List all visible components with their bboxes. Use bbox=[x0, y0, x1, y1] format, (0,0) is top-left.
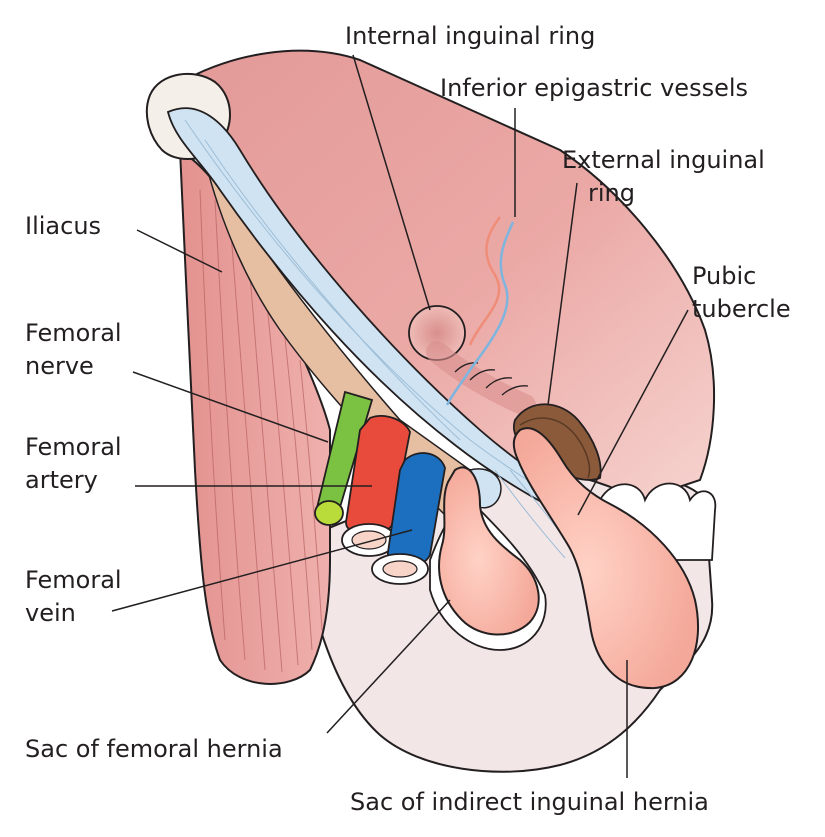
epigastric-vein bbox=[445, 221, 515, 406]
leader-vein bbox=[111, 529, 413, 612]
label-iliacus: Iliacus bbox=[25, 212, 102, 240]
label-internal-ring: Internal inguinal ring bbox=[345, 22, 596, 50]
leader-nerve bbox=[132, 371, 329, 443]
label-external-ring-line1: External inguinal bbox=[562, 146, 765, 174]
leader-lines bbox=[111, 54, 689, 778]
iliacus-fibers bbox=[199, 189, 323, 673]
label-vein-line2: vein bbox=[25, 599, 76, 627]
label-pubic-line1: Pubic bbox=[692, 262, 757, 290]
label-indirect-hernia-sac: Sac of indirect inguinal hernia bbox=[350, 788, 709, 816]
epigastric-artery bbox=[468, 216, 501, 346]
leader-pubic-tubercle bbox=[577, 309, 689, 516]
label-artery-line2: artery bbox=[25, 466, 98, 494]
femoral-hernia-sac bbox=[438, 466, 540, 636]
label-femoral-hernia-sac: Sac of femoral hernia bbox=[25, 735, 283, 763]
label-external-ring-line2: ring bbox=[588, 179, 635, 207]
label-vein-line1: Femoral bbox=[25, 566, 122, 594]
label-epigastric-vessels: Inferior epigastric vessels bbox=[440, 74, 749, 102]
leader-femoral-sac bbox=[326, 599, 451, 734]
femoral-nerve-end bbox=[314, 500, 344, 526]
label-nerve-line2: nerve bbox=[25, 352, 94, 380]
external-ring-crus bbox=[519, 417, 591, 479]
leader-iliacus bbox=[136, 229, 223, 273]
femoral-artery-lumen bbox=[351, 530, 387, 550]
label-nerve-line1: Femoral bbox=[25, 319, 122, 347]
indirect-hernia-sac bbox=[512, 427, 699, 690]
femoral-vein-lumen bbox=[382, 560, 418, 578]
label-artery-line1: Femoral bbox=[25, 433, 122, 461]
spermatic-cord bbox=[426, 341, 536, 416]
leader-external-ring bbox=[547, 182, 578, 406]
leader-internal-ring bbox=[352, 54, 431, 311]
label-pubic-line2: tubercle bbox=[692, 295, 791, 323]
